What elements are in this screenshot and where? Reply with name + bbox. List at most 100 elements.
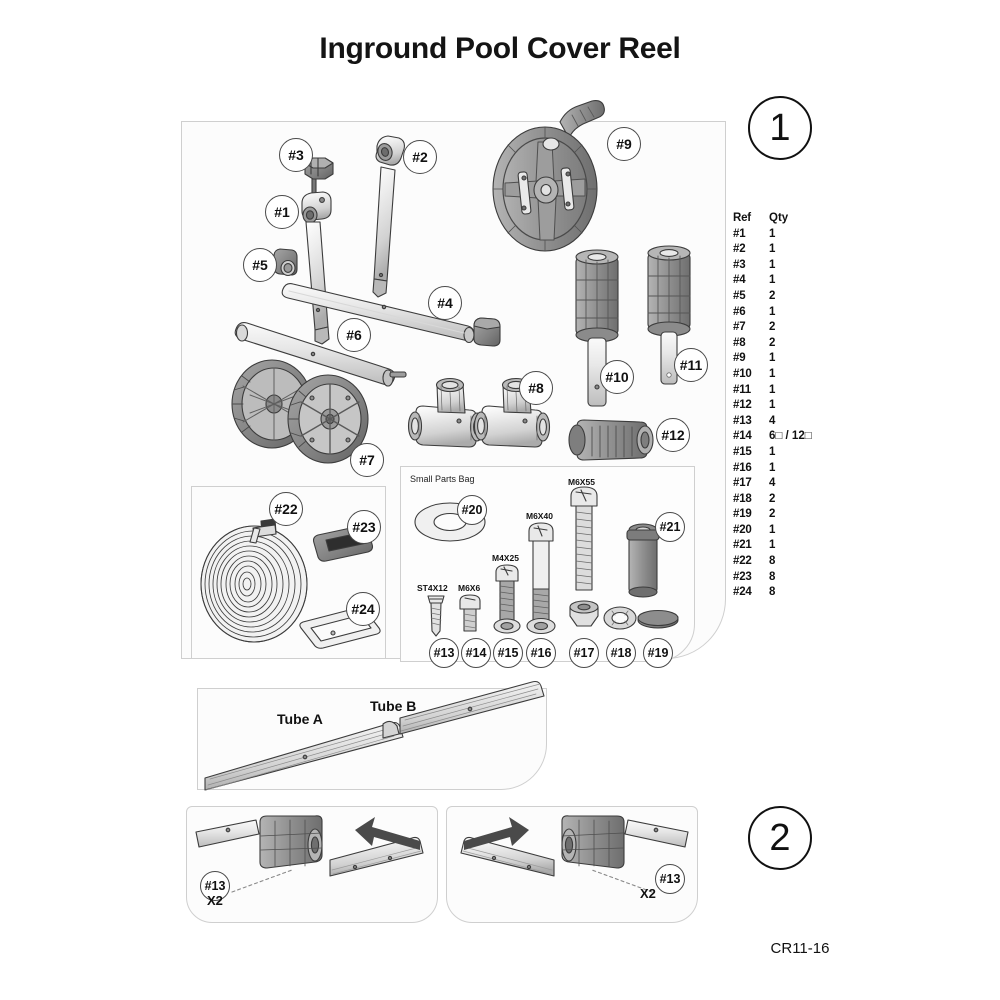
table-cell-qty: 8	[769, 555, 776, 568]
small-parts-bag-heading: Small Parts Bag	[410, 474, 475, 484]
spec-label-15: M4X25	[492, 553, 519, 563]
table-cell-ref: #16	[733, 461, 752, 474]
table-cell-qty: 1	[769, 383, 776, 396]
callout-part-13[interactable]: #13	[429, 638, 459, 668]
spec-label-17: M6X55	[568, 477, 595, 487]
callout-part-16[interactable]: #16	[526, 638, 556, 668]
table-cell-qty: 1	[769, 352, 776, 365]
callout-part-4[interactable]: #4	[428, 286, 462, 320]
table-cell-ref: #2	[733, 243, 746, 256]
table-row: #5 2	[733, 290, 849, 306]
table-row: #19 2	[733, 508, 849, 524]
table-row: #11 1	[733, 384, 849, 400]
small-parts-bag-panel	[400, 466, 695, 662]
table-cell-ref: #17	[733, 477, 752, 490]
table-cell-ref: #12	[733, 399, 752, 412]
table-cell-ref: #21	[733, 539, 752, 552]
callout-part-14[interactable]: #14	[461, 638, 491, 668]
table-row: #12 1	[733, 399, 849, 415]
callout-part-1[interactable]: #1	[265, 195, 299, 229]
step2-right-panel	[446, 806, 698, 923]
table-cell-qty: 2	[769, 508, 776, 521]
table-cell-ref: #5	[733, 289, 746, 302]
table-cell-ref: #22	[733, 555, 752, 568]
callout-part-2[interactable]: #2	[403, 140, 437, 174]
table-cell-qty: 8	[769, 586, 776, 599]
table-cell-ref: #11	[733, 383, 751, 396]
callout-part-19[interactable]: #19	[643, 638, 673, 668]
callout-part-9[interactable]: #9	[607, 127, 641, 161]
table-cell-ref: #18	[733, 492, 752, 505]
step2-left-callout-13[interactable]: #13	[200, 871, 230, 901]
callout-part-3[interactable]: #3	[279, 138, 313, 172]
page-title: Inground Pool Cover Reel	[319, 32, 681, 65]
step-1-marker: 1	[748, 96, 812, 160]
tube-b-label: Tube B	[370, 698, 417, 714]
table-header-row: Ref Qty	[733, 212, 849, 228]
table-row: #16 1	[733, 462, 849, 478]
step2-left-panel	[186, 806, 438, 923]
model-number: CR11-16	[770, 940, 830, 957]
table-cell-qty: 1	[769, 445, 776, 458]
table-cell-ref: #20	[733, 523, 752, 536]
table-cell-ref: #15	[733, 445, 752, 458]
callout-part-10[interactable]: #10	[600, 360, 634, 394]
callout-part-11[interactable]: #11	[674, 348, 708, 382]
table-cell-qty: 2	[769, 289, 776, 302]
table-cell-qty: 1	[769, 399, 776, 412]
table-row: #23 8	[733, 571, 849, 587]
table-cell-ref: #8	[733, 336, 746, 349]
table-cell-qty: 1	[769, 461, 776, 474]
table-cell-qty: 2	[769, 321, 776, 334]
table-cell-ref: #4	[733, 274, 746, 287]
table-cell-ref: #19	[733, 508, 752, 521]
table-cell-ref: #23	[733, 570, 752, 583]
callout-part-7[interactable]: #7	[350, 443, 384, 477]
table-header-ref: Ref	[733, 212, 751, 224]
callout-part-20[interactable]: #20	[457, 495, 487, 525]
table-row: #24 8	[733, 586, 849, 602]
callout-part-23[interactable]: #23	[347, 510, 381, 544]
table-row: #4 1	[733, 274, 849, 290]
table-cell-ref: #3	[733, 258, 746, 271]
callout-part-22[interactable]: #22	[269, 492, 303, 526]
callout-part-24[interactable]: #24	[346, 592, 380, 626]
callout-part-17[interactable]: #17	[569, 638, 599, 668]
table-cell-ref: #24	[733, 586, 752, 599]
step2-left-quantity: X2	[207, 893, 223, 908]
table-row: #17 4	[733, 477, 849, 493]
table-cell-ref: #9	[733, 352, 746, 365]
table-cell-qty: 6□ / 12□	[769, 430, 812, 443]
table-cell-qty: 1	[769, 227, 776, 240]
callout-part-5[interactable]: #5	[243, 248, 277, 282]
callout-part-8[interactable]: #8	[519, 371, 553, 405]
table-row: #2 1	[733, 243, 849, 259]
table-cell-qty: 1	[769, 539, 776, 552]
table-row: #8 2	[733, 337, 849, 353]
step-2-marker: 2	[748, 806, 812, 870]
table-cell-qty: 2	[769, 336, 776, 349]
callout-part-6[interactable]: #6	[337, 318, 371, 352]
step2-right-callout-13[interactable]: #13	[655, 864, 685, 894]
callout-part-15[interactable]: #15	[493, 638, 523, 668]
table-cell-qty: 1	[769, 243, 776, 256]
spec-label-13: ST4X12	[417, 583, 448, 593]
table-cell-qty: 1	[769, 305, 776, 318]
table-cell-qty: 8	[769, 570, 776, 583]
spec-label-14: M6X6	[458, 583, 481, 593]
table-cell-qty: 4	[769, 477, 776, 490]
table-cell-qty: 1	[769, 367, 776, 380]
table-cell-qty: 1	[769, 274, 776, 287]
callout-part-12[interactable]: #12	[656, 418, 690, 452]
callout-part-21[interactable]: #21	[655, 512, 685, 542]
table-cell-qty: 1	[769, 523, 776, 536]
callout-part-18[interactable]: #18	[606, 638, 636, 668]
table-cell-ref: #13	[733, 414, 752, 427]
